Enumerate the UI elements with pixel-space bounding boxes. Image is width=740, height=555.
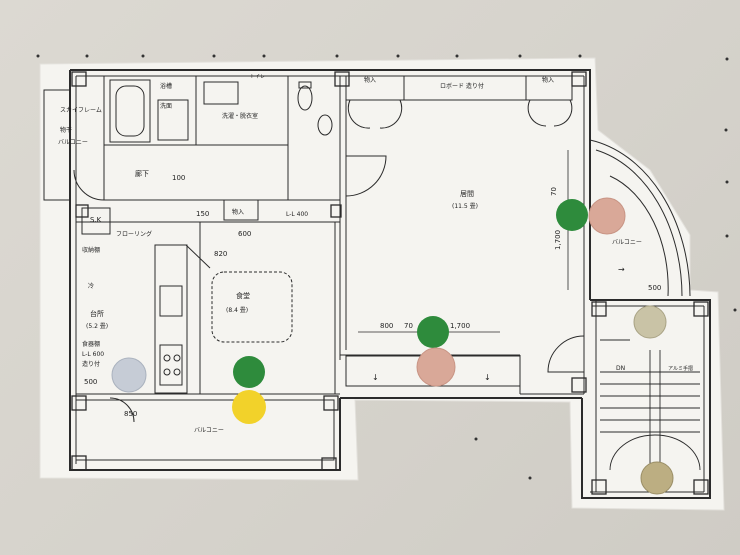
kitchen-diagonal: [185, 244, 211, 269]
balcony-bottom-label: バルコニー: [194, 427, 224, 434]
dim-800: 800: [380, 322, 393, 330]
laundry-label: 洗濯・脱衣室: [222, 112, 258, 120]
kitchen-label: 台所: [90, 309, 104, 318]
outer-walls: [69, 69, 711, 499]
flooring-label: フローリング: [116, 230, 152, 238]
window-arrow-right: ↓: [484, 373, 491, 382]
living-size: (11.5 畳): [452, 203, 478, 210]
stair-dn-label: DN: [616, 365, 625, 372]
structural-columns: [71, 71, 709, 495]
silver-marker[interactable]: [111, 357, 147, 393]
bathtub: [109, 79, 151, 143]
dim-500-kitchen: 500: [84, 378, 97, 386]
gold-marker-2[interactable]: [640, 461, 674, 495]
closet-top-label: 物入: [364, 76, 376, 84]
dim-l-l400: L-L 400: [286, 211, 308, 218]
hall-label: 廊下: [135, 169, 149, 178]
bottom-balcony: [75, 399, 335, 461]
dim-820: 820: [214, 250, 227, 258]
dim-70: 70: [404, 322, 413, 330]
stair-rail-label: アルミ手摺: [668, 365, 693, 372]
dim-hall: 100: [172, 174, 185, 182]
dim-850: 850: [124, 410, 137, 418]
dining-shelf-label: 食器棚: [82, 340, 100, 348]
green-marker-3[interactable]: [233, 356, 265, 388]
shoe-closet-label: S.K: [90, 216, 102, 224]
drying-balcony-sub: バルコニー: [58, 139, 88, 146]
washroom-label: 洗面: [160, 102, 172, 110]
dim-600: 600: [238, 230, 251, 238]
markers: [111, 197, 674, 495]
closet-mid-label: 物入: [232, 208, 244, 216]
dim-500: 500: [648, 284, 661, 292]
board-pin-holes: [36, 54, 737, 480]
loboard-label: ロボード 造り付: [440, 82, 484, 90]
dining-size: (8.4 畳): [226, 307, 248, 314]
gold-marker-1[interactable]: [633, 305, 667, 339]
closet-top2-label: 物入: [542, 76, 554, 84]
fridge-label: 冷: [88, 282, 94, 290]
dim-1700: 1,700: [450, 322, 470, 330]
bath-label: 浴槽: [160, 82, 172, 90]
pink-marker-2[interactable]: [416, 347, 456, 387]
dining-table: [211, 271, 293, 343]
shoe-closet: [81, 207, 111, 235]
washing-machine: [203, 81, 239, 105]
dining-shelf-sub: L-L 600: [82, 351, 104, 358]
dim-1700-vertical: 1,700: [554, 230, 562, 250]
left-balcony: [43, 89, 71, 201]
plan-paper: [39, 57, 725, 511]
window-arrow-left: ↓: [372, 373, 379, 382]
washroom-counter: [157, 99, 189, 141]
drying-balcony-label: 物干: [60, 126, 72, 134]
storage-label: 収納棚: [82, 246, 100, 254]
dim-150: 150: [196, 210, 209, 218]
pink-marker-1[interactable]: [588, 197, 626, 235]
dining-label: 食堂: [236, 291, 250, 300]
living-label: 居間: [460, 190, 474, 198]
kitchen-size: (5.2 畳): [86, 323, 108, 330]
closet-mid: [223, 199, 259, 221]
yellow-marker[interactable]: [232, 390, 266, 424]
sky-frame-label: スカイフレーム: [60, 107, 102, 114]
balcony-right-label: バルコニー: [612, 239, 642, 246]
toilet-label: トイレ: [250, 74, 265, 80]
green-marker-1[interactable]: [556, 199, 588, 231]
toilet-fixtures: [297, 81, 333, 136]
door-swings: [73, 155, 585, 423]
balcony-arrow: →: [618, 265, 625, 274]
top-closets: [345, 75, 573, 129]
dining-shelf-sub2: 造り付: [82, 360, 100, 368]
green-marker-2[interactable]: [417, 316, 449, 348]
staircase: [600, 339, 701, 471]
curved-balcony: [589, 139, 691, 297]
kitchen-counter: [154, 244, 188, 394]
dim-70-vertical: 70: [550, 187, 558, 196]
